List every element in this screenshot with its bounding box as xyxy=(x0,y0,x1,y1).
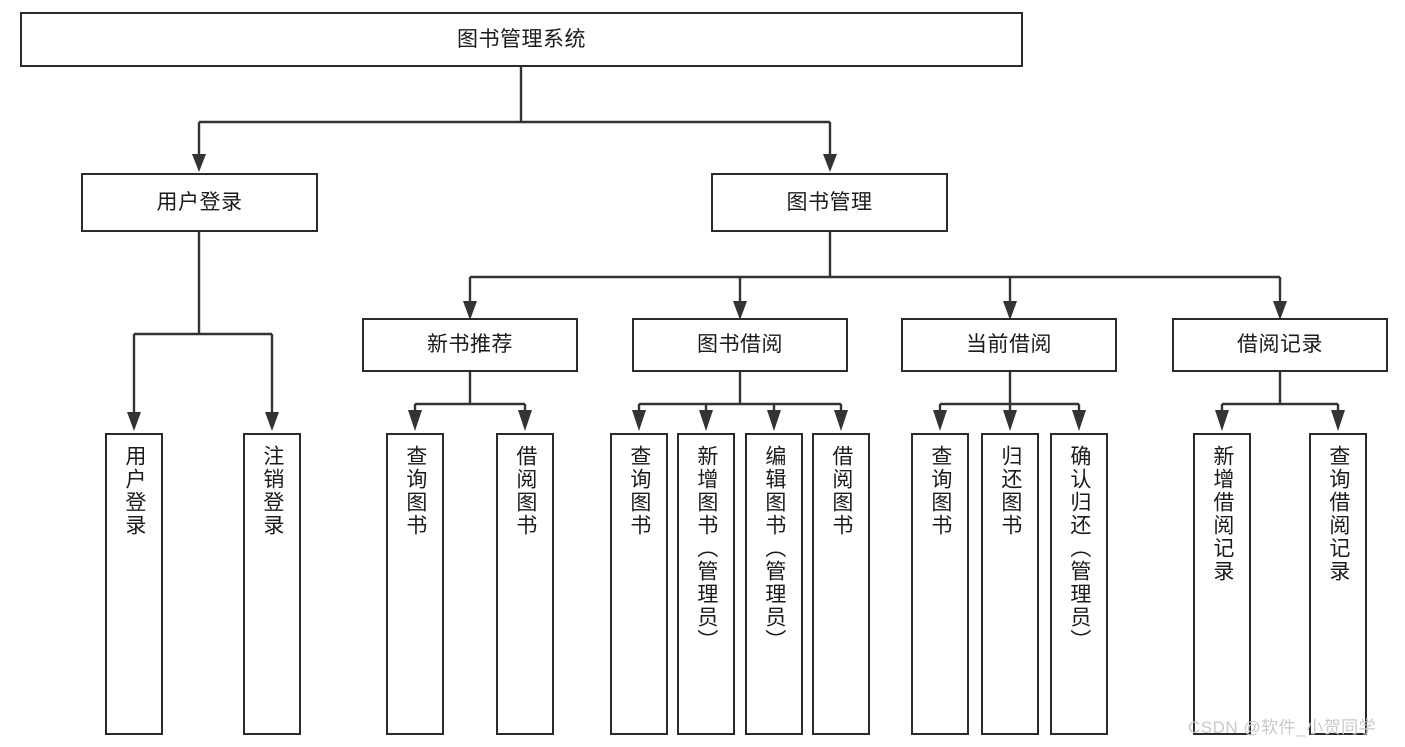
leaf-user-login-login[interactable]: 用户登录 xyxy=(105,433,163,735)
node-label: 用户登录 xyxy=(122,445,146,537)
node-label: 新书推荐 xyxy=(427,333,513,357)
node-label: 借阅图书 xyxy=(513,445,537,537)
leaf-book-borrow-edit[interactable]: 编辑图书（管理员） xyxy=(745,433,803,735)
node-label: 归还图书 xyxy=(998,445,1022,537)
node-label: 借阅图书 xyxy=(829,445,853,537)
arrowhead-book-manage xyxy=(823,154,837,172)
node-label: 查询借阅记录 xyxy=(1326,445,1350,583)
arrowhead-book-borrow-leaf-1 xyxy=(632,410,646,431)
node-label: 图书管理系统 xyxy=(457,27,586,51)
leaf-user-login-logout[interactable]: 注销登录 xyxy=(243,433,301,735)
arrowhead-user-login xyxy=(192,154,206,172)
node-label: 编辑图书（管理员） xyxy=(762,445,786,652)
arrowhead-book-borrow-leaf-2 xyxy=(699,410,713,431)
leaf-current-borrow-confirm-return[interactable]: 确认归还（管理员） xyxy=(1050,433,1108,735)
leaf-new-book-borrow[interactable]: 借阅图书 xyxy=(496,433,554,735)
arrowhead-book-borrow-leaf-4 xyxy=(834,410,848,431)
node-label: 图书借阅 xyxy=(697,333,783,357)
node-label: 图书管理 xyxy=(786,190,873,214)
node-label: 用户登录 xyxy=(156,190,243,214)
node-label: 新增借阅记录 xyxy=(1210,445,1234,583)
node-user-login[interactable]: 用户登录 xyxy=(81,173,318,232)
leaf-new-book-query[interactable]: 查询图书 xyxy=(386,433,444,735)
node-label: 借阅记录 xyxy=(1237,333,1323,357)
node-label: 新增图书（管理员） xyxy=(694,445,718,652)
leaf-book-borrow-lend[interactable]: 借阅图书 xyxy=(812,433,870,735)
leaf-borrow-record-query[interactable]: 查询借阅记录 xyxy=(1309,433,1367,735)
node-borrow-record[interactable]: 借阅记录 xyxy=(1172,318,1388,372)
arrowhead-current-borrow-leaf-1 xyxy=(933,410,947,431)
node-label: 注销登录 xyxy=(260,445,284,537)
node-label: 查询图书 xyxy=(627,445,651,537)
node-label: 确认归还（管理员） xyxy=(1067,445,1091,652)
leaf-book-borrow-add[interactable]: 新增图书（管理员） xyxy=(677,433,735,735)
node-root-book-management-system[interactable]: 图书管理系统 xyxy=(20,12,1023,67)
csdn-watermark: CSDN @软件_小贺同学 xyxy=(1188,718,1377,737)
arrowhead-borrow-record-leaf-2 xyxy=(1331,410,1345,431)
arrowhead-current-borrow-leaf-2 xyxy=(1003,410,1017,431)
node-label: 查询图书 xyxy=(403,445,427,537)
node-label: 查询图书 xyxy=(928,445,952,537)
leaf-borrow-record-add[interactable]: 新增借阅记录 xyxy=(1193,433,1251,735)
arrowhead-leaf-user-login-2 xyxy=(265,412,279,431)
node-book-management[interactable]: 图书管理 xyxy=(711,173,948,232)
node-current-borrow[interactable]: 当前借阅 xyxy=(901,318,1117,372)
node-new-book-recommend[interactable]: 新书推荐 xyxy=(362,318,578,372)
arrowhead-current-borrow-leaf-3 xyxy=(1072,410,1086,431)
arrowhead-borrow-record-leaf-1 xyxy=(1215,410,1229,431)
arrowhead-leaf-user-login-1 xyxy=(127,412,141,431)
node-book-borrow[interactable]: 图书借阅 xyxy=(632,318,848,372)
leaf-current-borrow-query[interactable]: 查询图书 xyxy=(911,433,969,735)
arrowhead-new-book-leaf-2 xyxy=(518,410,532,431)
arrowhead-new-book-leaf-1 xyxy=(408,410,422,431)
arrowhead-book-borrow-leaf-3 xyxy=(767,410,781,431)
leaf-current-borrow-return[interactable]: 归还图书 xyxy=(981,433,1039,735)
node-label: 当前借阅 xyxy=(966,333,1052,357)
leaf-book-borrow-query[interactable]: 查询图书 xyxy=(610,433,668,735)
